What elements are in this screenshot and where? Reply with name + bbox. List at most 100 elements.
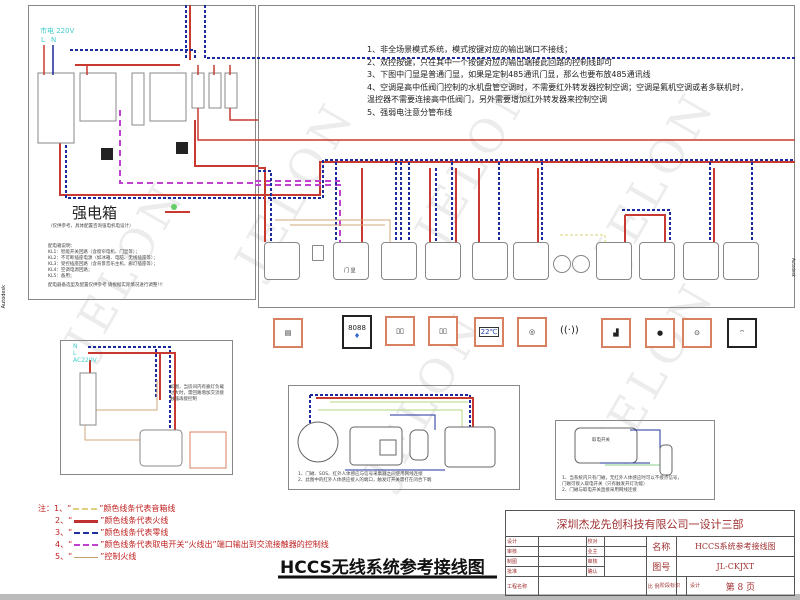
sensor-panel-icon: ◎ bbox=[517, 317, 547, 347]
curtain-module bbox=[639, 242, 675, 280]
tb-label: 批准 bbox=[505, 566, 539, 577]
card-switch-module bbox=[264, 242, 300, 280]
card-switch-note: 2、门磁与取电开关直接采用网线连接 bbox=[562, 488, 637, 493]
stage-label: 阶段标识 bbox=[660, 583, 681, 589]
doorbell-icon bbox=[312, 245, 324, 261]
note-item: 4、空调是高中低阀门控制的水机盘管空调时，不需要红外转发器控制空调；空调是氟机空… bbox=[367, 82, 749, 92]
switch-panel-icon: ▯▯ bbox=[428, 316, 458, 346]
stage-value: 设计 bbox=[690, 583, 701, 589]
legend-num: 5、 bbox=[55, 552, 69, 561]
notes-list: 1、非全场景模式系统，模式按键对应的输出端口不接线； 2、双控按键，只在其中一个… bbox=[367, 44, 748, 119]
number-value: JL-CKJXT bbox=[675, 556, 796, 577]
card-switch-diagram-frame bbox=[555, 420, 715, 500]
sensor-notes: 1、门磁、SOS、红外人体感应与信号采集器之间使用网线连接 2、此图中的红外人体… bbox=[298, 472, 431, 484]
target-panel-icon: ⊙ bbox=[682, 318, 712, 348]
wifi-panel-icon: ⌔ bbox=[727, 318, 757, 348]
legend-text: 颜色线条代表零线 bbox=[104, 528, 169, 537]
l-label: L bbox=[73, 350, 77, 357]
gateway-module bbox=[723, 242, 759, 280]
tb-label: 审核 bbox=[505, 546, 539, 557]
main-wiring-frame bbox=[258, 5, 795, 308]
legend-prefix: 注： bbox=[38, 504, 54, 513]
legend-item: 3、“”颜色线条代表零线 bbox=[55, 528, 169, 537]
legend: 注：1、“”颜色线条代表音箱线 2、“”颜色线条代表火线 3、“”颜色线条代表零… bbox=[38, 503, 329, 563]
legend-num: 1、 bbox=[54, 504, 68, 513]
speaker-icon bbox=[572, 255, 590, 273]
circuit-item: KL3：受控插座回路（含背景音乐主机、廊灯插座等）； bbox=[48, 262, 158, 267]
card-switch-notes: 1、当系统内只有门磁，无红外人体感应时可以不接点信号， 门磁可接入取电开关（只有… bbox=[562, 476, 682, 494]
door-display-panel-icon: 8088♦ bbox=[342, 315, 372, 349]
switch-module bbox=[425, 242, 461, 280]
neutral-label: N bbox=[51, 36, 57, 44]
legend-item: 注：1、“”颜色线条代表音箱线 bbox=[38, 504, 176, 513]
music-host-module bbox=[596, 242, 632, 280]
thermostat-panel-icon: 22℃ bbox=[474, 317, 504, 347]
company-name: 深圳杰龙先创科技有限公司一设计三部 bbox=[505, 510, 795, 537]
tb-label: 审核 bbox=[585, 556, 605, 567]
legend-swatch bbox=[74, 532, 99, 534]
card-switch-device-label: 取电开关 bbox=[592, 438, 610, 443]
sensor-note: 2、此图中的红外人体感应接入的端口，触发灯开关需打在闭合下端 bbox=[298, 478, 432, 483]
side-label-left: Autodesk bbox=[1, 285, 7, 309]
n-label: N bbox=[73, 343, 78, 350]
tb-label: 设计 bbox=[505, 536, 539, 547]
note-item: 2、双控按键，只在其中一个按键对应的输出端接此回路的控制线即可 bbox=[367, 57, 613, 67]
switch-module bbox=[381, 242, 417, 280]
circuit-item: KL2：不可断插座电源（如冰箱、电脑、无线插座等）； bbox=[48, 256, 158, 261]
signal-collector-module bbox=[683, 242, 719, 280]
door-display-module: 门 显 bbox=[333, 242, 369, 280]
tb-label: 制图 bbox=[505, 556, 539, 567]
tb-label: 校对 bbox=[585, 536, 605, 547]
legend-text: 颜色线条代表火线 bbox=[104, 516, 169, 525]
legend-text: 颜色线条代表取电开关“火线出”端口输出到交流接触器的控制线 bbox=[104, 540, 329, 549]
legend-num: 2、 bbox=[55, 516, 69, 525]
legend-text: 颜色线条代表音箱线 bbox=[103, 504, 176, 513]
thermostat-module bbox=[513, 242, 549, 280]
live-label: L bbox=[41, 36, 45, 44]
legend-swatch bbox=[74, 519, 99, 523]
legend-item: 4、“”颜色线条代表取电开关“火线出”端口输出到交流接触器的控制线 bbox=[55, 540, 329, 549]
legend-item: 2、“”颜色线条代表火线 bbox=[55, 516, 169, 525]
side-label-right: Autodesk bbox=[790, 258, 796, 277]
drawing-title: HCCS无线系统参考接线图 bbox=[280, 558, 485, 578]
switch-panel-icon: ▯▯ bbox=[385, 316, 415, 346]
wireless-icon: ((·)) bbox=[560, 325, 579, 336]
door-display-label: 门 显 bbox=[344, 268, 356, 274]
legend-swatch bbox=[73, 508, 98, 510]
card-switch-note: 门磁可接入取电开关（只有触发开灯功能） bbox=[562, 482, 648, 487]
legend-swatch bbox=[74, 556, 99, 558]
name-label: 名称 bbox=[645, 536, 677, 557]
legend-num: 3、 bbox=[55, 528, 69, 537]
note-item: 3、下图中门显是普通门显，如果是定制485通讯门显，那么也要布放485通讯线 bbox=[367, 70, 651, 79]
voltage-label: AC220V bbox=[73, 357, 97, 364]
power-box-frame bbox=[28, 5, 256, 300]
speaker-icon bbox=[553, 255, 571, 273]
circuit-list: 配电箱说明： KL1：智能开关回路（含窗帘电机、门显等）； KL2：不可断插座电… bbox=[48, 244, 163, 289]
legend-text: 控制火线 bbox=[104, 552, 137, 561]
relay-module bbox=[472, 242, 508, 280]
circuit-item: KL5：备用； bbox=[48, 274, 75, 279]
note-item: 1、非全场景模式系统，模式按键对应的输出端口不接线； bbox=[367, 45, 573, 54]
legend-item: 5、“”控制火线 bbox=[55, 552, 137, 561]
contactor-diagram-frame bbox=[60, 340, 233, 475]
name-value: HCCS系统参考接线图 bbox=[675, 536, 796, 557]
number-label: 图号 bbox=[645, 556, 677, 577]
power-box-subtitle: （仅供参考，具体配置咨询强电机电设计） bbox=[48, 224, 134, 229]
legend-swatch bbox=[74, 544, 99, 546]
tb-label: 确认 bbox=[585, 566, 605, 577]
circuit-footer: 配电器备选型及配置仅供参考 请根据实际情况进行调整!!! bbox=[48, 283, 163, 288]
circuit-heading: 配电箱说明： bbox=[48, 244, 75, 249]
contactor-supply-labels: N L AC220V bbox=[73, 343, 97, 364]
card-switch-panel-icon: ▤ bbox=[273, 318, 303, 348]
page-number: 第 8 页 bbox=[685, 576, 796, 596]
thermostat-temp: 22℃ bbox=[478, 327, 500, 337]
display-8088: 8088 bbox=[348, 324, 366, 332]
card-switch-note: 1、当系统内只有门磁，无红外人体感应时可以不接点信号， bbox=[562, 476, 682, 481]
sensor-diagram-frame bbox=[288, 385, 520, 490]
contactor-note: 如图，当房间内有廊灯负载过大时，需回路增加交流接触器再接控制 bbox=[170, 385, 224, 402]
circuit-item: KL1：智能开关回路（含窗帘电机、门显等）； bbox=[48, 250, 140, 255]
note-item: 5、强弱电注意分管布线 bbox=[367, 107, 453, 117]
sensor-note: 1、门磁、SOS、红外人体感应与信号采集器之间使用网线连接 bbox=[298, 472, 423, 477]
